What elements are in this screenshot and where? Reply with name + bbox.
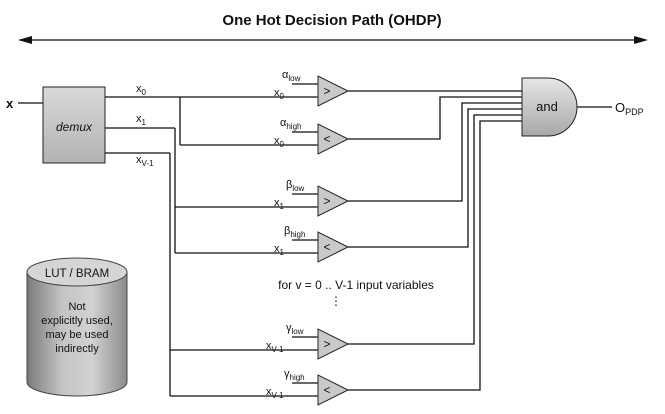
svg-text:αlow: αlow [282,69,301,83]
svg-text:<: < [323,240,330,254]
svg-text:LUT / BRAM: LUT / BRAM [45,268,109,280]
svg-text:βlow: βlow [286,179,305,193]
svg-text:>: > [323,84,330,98]
svg-text:xV-1: xV-1 [266,386,284,400]
demux-label: demux [56,120,93,134]
span-arrow [18,36,648,44]
and-input-wires [348,90,522,391]
ellipsis: ⋮ [330,294,342,308]
svg-text:γhigh: γhigh [284,368,305,382]
comparator-alpha-high: αhigh x0 < [274,117,350,155]
input-label: x [6,96,14,111]
comparator-gamma-high: γhigh xV-1 < [266,368,350,406]
svg-text:γlow: γlow [286,322,304,336]
diagram-title: One Hot Decision Path (OHDP) [222,12,441,29]
svg-text:Not: Not [68,301,85,313]
comparator-alpha-low: αlow x0 > [274,69,350,107]
svg-text:explicitly used,: explicitly used, [41,315,113,327]
and-gate: and [521,77,578,137]
output-label: OPDP [615,100,644,117]
svg-text:x0: x0 [274,135,285,149]
svg-text:>: > [323,337,330,351]
svg-text:may be used: may be used [46,329,109,341]
svg-text:>: > [323,194,330,208]
comparator-beta-low: βlow x1 > [274,179,350,217]
comparator-gamma-low: γlow xV-1 > [266,322,350,360]
loop-note: for v = 0 .. V-1 input variables [278,278,434,292]
svg-text:<: < [323,383,330,397]
svg-text:βhigh: βhigh [284,225,305,239]
svg-text:indirectly: indirectly [55,343,99,355]
svg-text:x1: x1 [274,197,285,211]
demux-block [42,86,106,164]
svg-text:x1: x1 [274,243,285,257]
svg-text:xV-1: xV-1 [266,340,284,354]
label-x0: x0 [136,83,147,97]
svg-text:<: < [323,132,330,146]
svg-text:x0: x0 [274,87,285,101]
lut-bram-cylinder: LUT / BRAM Not explicitly used, may be u… [26,257,128,397]
svg-text:and: and [536,99,558,114]
svg-text:αhigh: αhigh [280,117,301,131]
label-xv1: xV-1 [136,154,154,168]
comparator-beta-high: βhigh x1 < [274,225,350,263]
label-x1: x1 [136,113,147,127]
